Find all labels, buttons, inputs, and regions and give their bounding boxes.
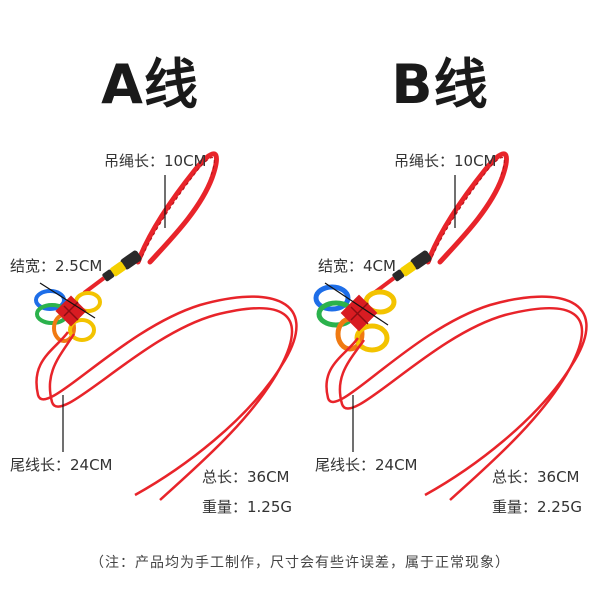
knot-width-label: 结宽：4CM — [318, 257, 396, 275]
bead-yellow — [110, 261, 126, 277]
weight-label: 重量：2.25G — [492, 498, 583, 516]
bead-dark — [120, 250, 142, 270]
knot-width-label: 结宽：2.5CM — [10, 257, 103, 275]
footer-note: （注：产品均为手工制作，尺寸会有些许误差，属于正常现象） — [90, 555, 510, 571]
panel-a-title: A线 — [101, 53, 199, 116]
tail-length-label: 尾线长：24CM — [315, 456, 418, 474]
hanging-loop — [425, 151, 509, 265]
bead-dark — [410, 250, 432, 270]
bead-yellow — [400, 261, 416, 277]
panel-b: B线 吊绳长：10CM 结宽：4CM 尾线长：24CM 总长：36CM 重量：2… — [290, 0, 590, 600]
tail-cord-1 — [325, 295, 588, 497]
total-length-label: 总长：36CM — [202, 468, 290, 486]
panel-b-title: B线 — [391, 53, 489, 116]
weight-label: 重量：1.25G — [202, 498, 293, 516]
panel-a: A线 吊绳长：10CM 结宽：2.5CM 尾线长：24CM 总长：36CM — [10, 53, 298, 516]
total-length-label: 总长：36CM — [492, 468, 580, 486]
tail-cord-2 — [338, 307, 584, 501]
cord-b-illustration — [313, 151, 588, 501]
hang-rope-label: 吊绳长：10CM — [104, 152, 207, 170]
knot-a — [34, 289, 102, 343]
hanging-loop — [135, 151, 219, 265]
cord-a-illustration — [34, 151, 298, 501]
tail-cord-1 — [35, 295, 298, 497]
tail-length-label: 尾线长：24CM — [10, 456, 113, 474]
tail-cord-2 — [48, 307, 294, 501]
hang-rope-label: 吊绳长：10CM — [394, 152, 497, 170]
